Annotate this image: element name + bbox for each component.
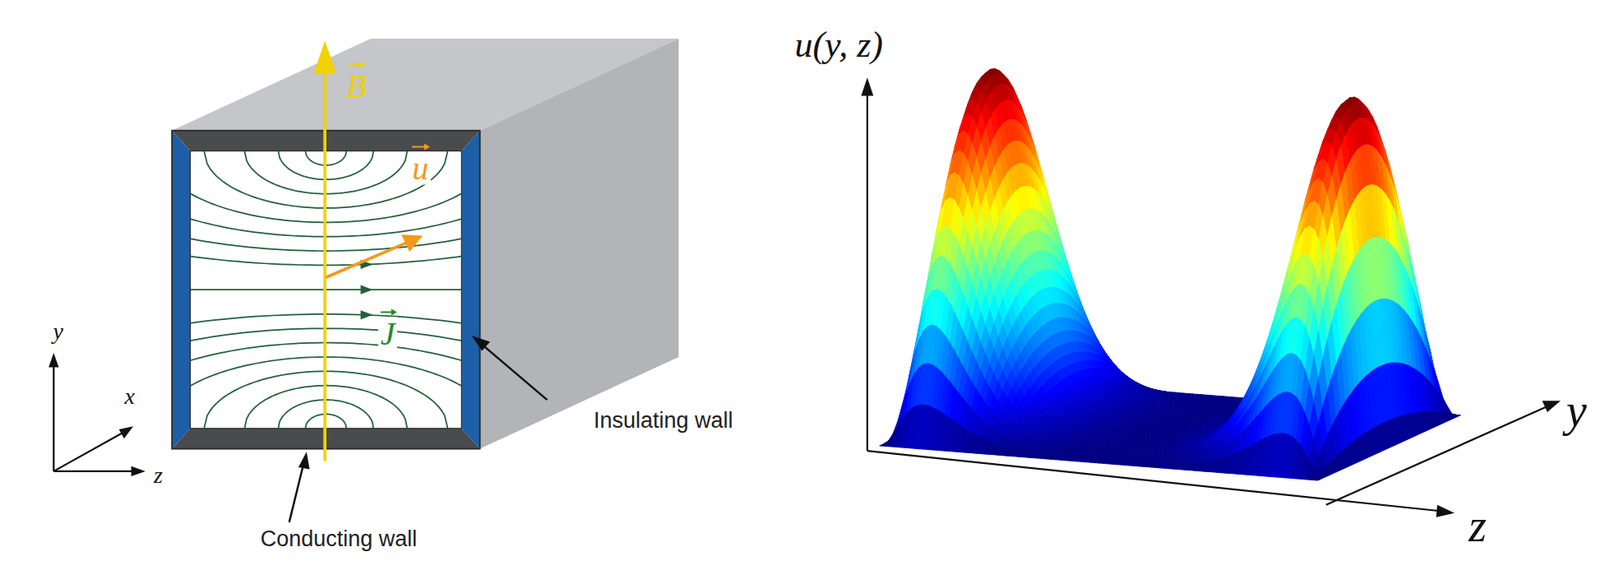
velocity-surface [879, 69, 1462, 481]
streamline-arrowhead [360, 309, 374, 320]
velocity-arrow [325, 242, 407, 278]
leader-arrowhead [298, 451, 310, 469]
leader-line [480, 342, 548, 400]
duct-side-face [480, 38, 680, 449]
streamline-arrowhead [360, 285, 374, 295]
leader-line [289, 463, 304, 523]
insulating-wall [461, 130, 480, 449]
field-arrowhead [314, 41, 337, 74]
current-arrowheads [360, 259, 374, 320]
coordinate-axes [53, 362, 138, 471]
field-arrow [323, 67, 327, 462]
leader-arrowhead [471, 335, 491, 352]
velocity-arrowhead [401, 234, 423, 252]
insulating-wall [171, 130, 190, 449]
axis-arrowheads [48, 352, 146, 477]
